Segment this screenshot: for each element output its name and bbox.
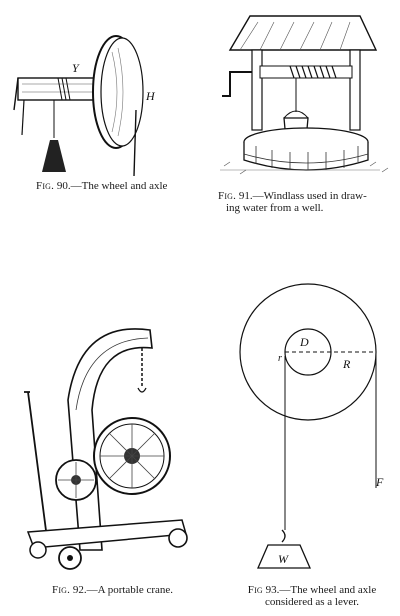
caption-fig-90: Fig. 90.—The wheel and axle (36, 180, 168, 192)
figure-92-portable-crane: Fig. 92.—A portable crane. (0, 300, 200, 616)
wheel-and-axle-drawing: Y H (13, 35, 156, 177)
figure-90-wheel-and-axle: Y H Fig. 90.—The wheel and axle (0, 0, 200, 192)
figure-91-windlass-well: Fig. 91.—Windlass used in draw- ing wate… (200, 0, 400, 220)
wheel-axle-lever-diagram: D R r F W (239, 283, 384, 569)
windlass-well-drawing (220, 15, 389, 175)
figure-93-wheel-axle-lever: D R r F W Fig 93.—The wheel and axle con… (200, 250, 400, 616)
label-F: F (375, 475, 384, 489)
label-R: R (342, 357, 351, 371)
caption-fig-93: Fig 93.—The wheel and axle considered as… (247, 584, 377, 608)
label-H: H (145, 89, 156, 103)
label-W: W (278, 552, 289, 566)
portable-crane-drawing (24, 328, 188, 570)
label-r: r (278, 353, 282, 364)
label-Y: Y (72, 61, 80, 75)
caption-fig-92: Fig. 92.—A portable crane. (52, 584, 174, 596)
label-D: D (299, 335, 309, 349)
caption-fig-91: Fig. 91.—Windlass used in draw- ing wate… (218, 190, 367, 214)
